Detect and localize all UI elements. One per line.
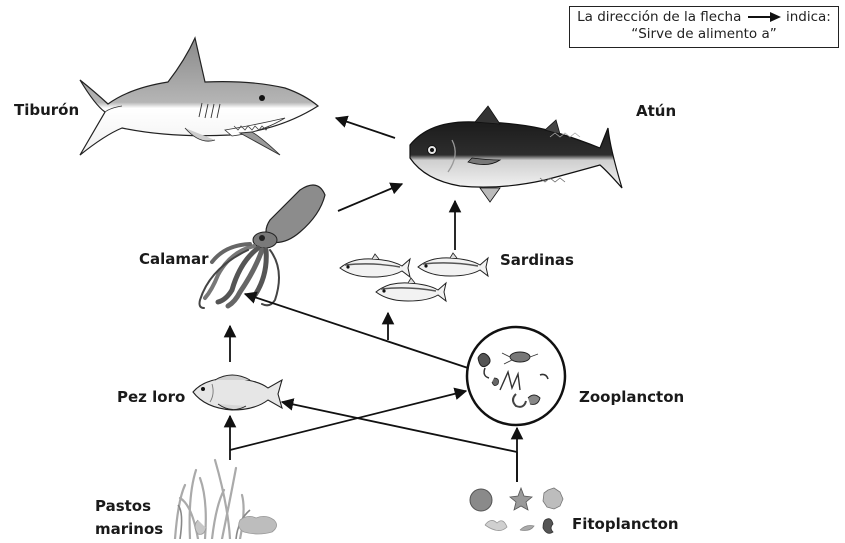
label-zooplancton: Zooplancton: [579, 388, 684, 407]
arrow-zooplancton-to-calamar: [245, 294, 468, 368]
seagrass-icon: [175, 460, 277, 539]
zooplankton-icon: [467, 327, 565, 425]
label-tiburon: Tiburón: [14, 101, 79, 120]
parrotfish-icon: [193, 375, 282, 410]
label-pastos-line-1: Pastos: [95, 497, 163, 516]
arrow-calamar-to-atun: [338, 184, 402, 211]
legend-line-1: La dirección de la flecha indica:: [570, 9, 838, 26]
arrow-atun-to-tiburon: [336, 118, 395, 138]
sardine-icon: [340, 253, 488, 301]
label-pez-loro: Pez loro: [117, 388, 185, 407]
legend-arrow-icon: [746, 12, 782, 22]
label-atun: Atún: [636, 102, 676, 121]
legend-text-before: La dirección de la flecha: [577, 9, 741, 25]
legend-line-2: “Sirve de alimento a”: [570, 26, 838, 43]
label-fitoplancton: Fitoplancton: [572, 515, 679, 534]
tuna-icon: [410, 106, 622, 202]
label-calamar: Calamar: [139, 250, 209, 269]
label-pastos-line-2: marinos: [95, 520, 163, 539]
squid-icon: [200, 185, 326, 308]
shark-icon: [80, 38, 318, 155]
phytoplankton-icon: [470, 488, 563, 533]
legend-text-after: indica:: [786, 9, 831, 25]
label-pastos-marinos: Pastos marinos: [95, 497, 163, 539]
label-sardinas: Sardinas: [500, 251, 574, 270]
legend-box: La dirección de la flecha indica: “Sirve…: [569, 6, 839, 48]
